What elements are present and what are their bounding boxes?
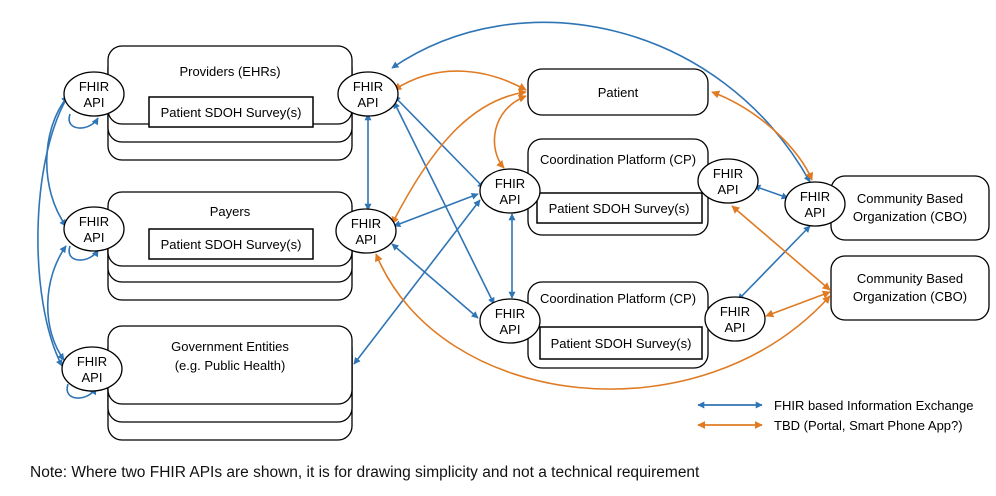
cp-top-survey-label: Patient SDOH Survey(s) [549, 201, 690, 216]
fhir-api-providers-left: FHIR API [63, 71, 125, 117]
api-label-line2: API [718, 182, 739, 197]
fhir-api-government-left: FHIR API [61, 346, 123, 392]
providers-title: Providers (EHRs) [179, 64, 280, 79]
api-label-line2: API [805, 205, 826, 220]
api-label-line1: FHIR [77, 354, 107, 369]
api-label-line1: FHIR [720, 304, 750, 319]
api-label-line2: API [82, 370, 103, 385]
api-label-line2: API [358, 95, 379, 110]
footnote: Note: Where two FHIR APIs are shown, it … [30, 464, 700, 481]
tbd-connections [375, 70, 831, 390]
fhir-api-cp-bottom-left: FHIR API [479, 298, 541, 344]
cbo-bottom-line2: Organization (CBO) [853, 289, 967, 304]
cp-bottom-group: Coordination Platform (CP) Patient SDOH … [527, 281, 709, 369]
fhir-api-cp-top-left: FHIR API [479, 168, 541, 214]
cbo-bottom-line1: Community Based [857, 271, 963, 286]
api-label-line1: FHIR [79, 214, 109, 229]
architecture-diagram: Providers (EHRs) Patient SDOH Survey(s) … [37, 21, 990, 441]
api-label-line2: API [725, 320, 746, 335]
government-stack: Government Entities (e.g. Public Health) [107, 325, 353, 441]
fhir-api-cbo: FHIR API [784, 181, 846, 227]
cp-top-title: Coordination Platform (CP) [540, 152, 696, 167]
cp-top-survey-box [536, 192, 703, 224]
legend-tbd-label: TBD (Portal, Smart Phone App?) [774, 418, 963, 433]
cbo-top-line1: Community Based [857, 191, 963, 206]
cp-bottom-survey-label: Patient SDOH Survey(s) [551, 336, 692, 351]
api-label-line1: FHIR [79, 79, 109, 94]
legend: FHIR based Information Exchange TBD (Por… [697, 398, 973, 433]
providers-survey-box [148, 96, 314, 128]
api-label-line2: API [500, 322, 521, 337]
patient-box-group: Patient [527, 68, 709, 116]
cp-bottom-survey-box [539, 326, 703, 360]
cp-top-group: Coordination Platform (CP) Patient SDOH … [527, 138, 709, 236]
api-label-line1: FHIR [495, 176, 525, 191]
fhir-api-providers-right: FHIR API [337, 71, 399, 117]
payers-title: Payers [210, 204, 251, 219]
providers-stack: Providers (EHRs) Patient SDOH Survey(s) [107, 45, 353, 161]
government-title-line2: (e.g. Public Health) [175, 358, 286, 373]
payers-survey-label: Patient SDOH Survey(s) [161, 237, 302, 252]
fhir-api-payers-left: FHIR API [63, 206, 125, 252]
providers-survey-label: Patient SDOH Survey(s) [161, 105, 302, 120]
cbo-bottom-box [830, 255, 990, 321]
payers-survey-box [148, 228, 314, 260]
cbo-top-box [830, 175, 990, 241]
payers-stack: Payers Patient SDOH Survey(s) [107, 191, 353, 301]
government-title-line1: Government Entities [171, 339, 289, 354]
api-label-line1: FHIR [713, 166, 743, 181]
api-label-line2: API [84, 230, 105, 245]
api-label-line2: API [500, 192, 521, 207]
api-label-line1: FHIR [495, 306, 525, 321]
cbo-top-line2: Organization (CBO) [853, 209, 967, 224]
cbo-top-group: Community Based Organization (CBO) [830, 175, 990, 241]
api-label-line1: FHIR [351, 216, 381, 231]
fhir-api-payers-right: FHIR API [335, 208, 397, 254]
fhir-api-cp-top-right: FHIR API [697, 158, 759, 204]
cbo-bottom-group: Community Based Organization (CBO) [830, 255, 990, 321]
api-label-line2: API [356, 232, 377, 247]
api-label-line1: FHIR [353, 79, 383, 94]
fhir-api-cp-bottom-right: FHIR API [704, 296, 766, 342]
api-label-line2: API [84, 95, 105, 110]
patient-title: Patient [598, 85, 639, 100]
cp-bottom-title: Coordination Platform (CP) [540, 291, 696, 306]
legend-fhir-label: FHIR based Information Exchange [774, 398, 973, 413]
api-label-line1: FHIR [800, 189, 830, 204]
